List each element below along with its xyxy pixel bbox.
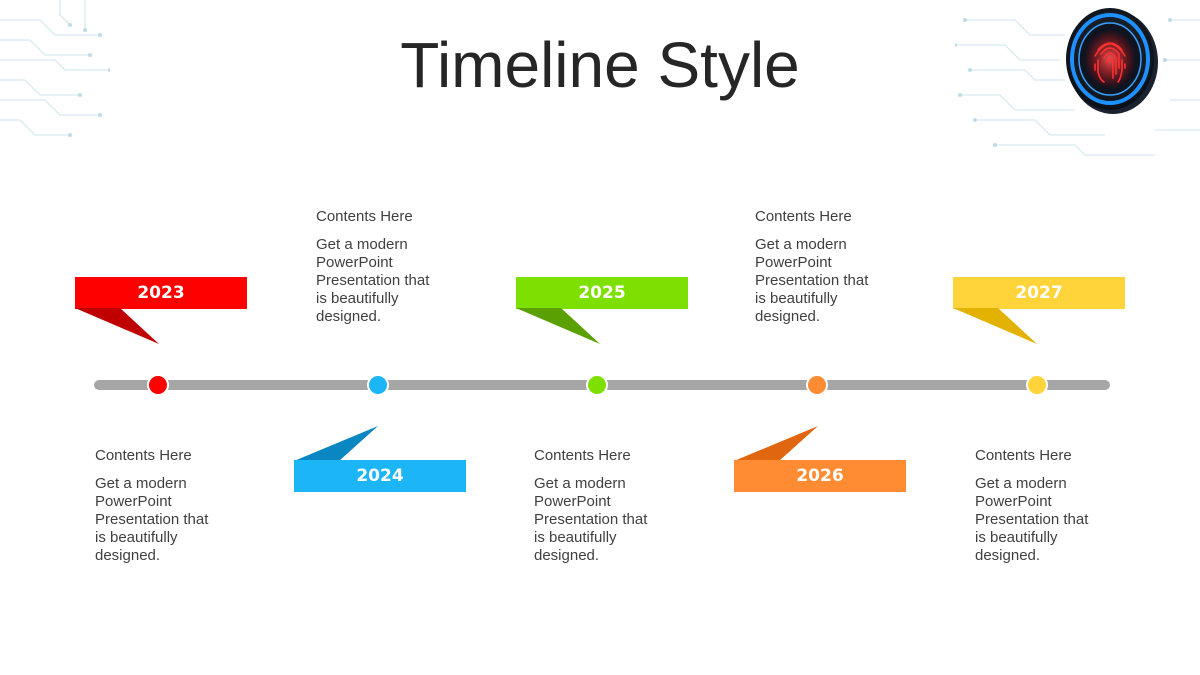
content-heading: Contents Here <box>534 447 631 464</box>
content-heading: Contents Here <box>975 447 1072 464</box>
flag-tail-2023 <box>75 308 159 344</box>
content-body: Get a modern PowerPoint Presentation tha… <box>975 475 1089 564</box>
milestone-dot-2025 <box>586 374 608 396</box>
year-text: 2026 <box>796 466 844 486</box>
year-label-2024: 2024 <box>294 460 466 492</box>
flag-tail-2025 <box>516 308 600 344</box>
content-heading: Contents Here <box>95 447 192 464</box>
content-heading: Contents Here <box>316 208 413 225</box>
year-label-2025: 2025 <box>516 277 688 309</box>
year-text: 2024 <box>356 466 404 486</box>
content-heading: Contents Here <box>755 208 852 225</box>
year-label-2027: 2027 <box>953 277 1125 309</box>
circuit-pattern-left <box>0 0 110 137</box>
content-block-2027: Contents Here Get a modern PowerPoint Pr… <box>975 447 1155 565</box>
content-block-2026: Contents Here Get a modern PowerPoint Pr… <box>755 208 935 326</box>
milestone-dot-2023 <box>147 374 169 396</box>
content-body: Get a modern PowerPoint Presentation tha… <box>95 475 209 564</box>
milestone-dot-2027 <box>1026 374 1048 396</box>
flag-tail-2024 <box>294 426 378 461</box>
content-body: Get a modern PowerPoint Presentation tha… <box>755 236 869 325</box>
year-text: 2027 <box>1015 283 1063 303</box>
year-text: 2023 <box>137 283 185 303</box>
milestone-dot-2024 <box>367 374 389 396</box>
milestone-dot-2026 <box>806 374 828 396</box>
content-block-2025: Contents Here Get a modern PowerPoint Pr… <box>534 447 714 565</box>
fingerprint-icon <box>1066 8 1158 114</box>
year-label-2023: 2023 <box>75 277 247 309</box>
content-block-2024: Contents Here Get a modern PowerPoint Pr… <box>316 208 496 326</box>
flag-tail-2027 <box>953 308 1037 344</box>
content-body: Get a modern PowerPoint Presentation tha… <box>316 236 430 325</box>
content-block-2023: Contents Here Get a modern PowerPoint Pr… <box>95 447 275 565</box>
flag-tail-2026 <box>734 426 818 461</box>
circuit-pattern-right <box>955 18 1200 156</box>
slide-title: Timeline Style <box>400 29 800 101</box>
year-text: 2025 <box>578 283 626 303</box>
year-label-2026: 2026 <box>734 460 906 492</box>
content-body: Get a modern PowerPoint Presentation tha… <box>534 475 648 564</box>
